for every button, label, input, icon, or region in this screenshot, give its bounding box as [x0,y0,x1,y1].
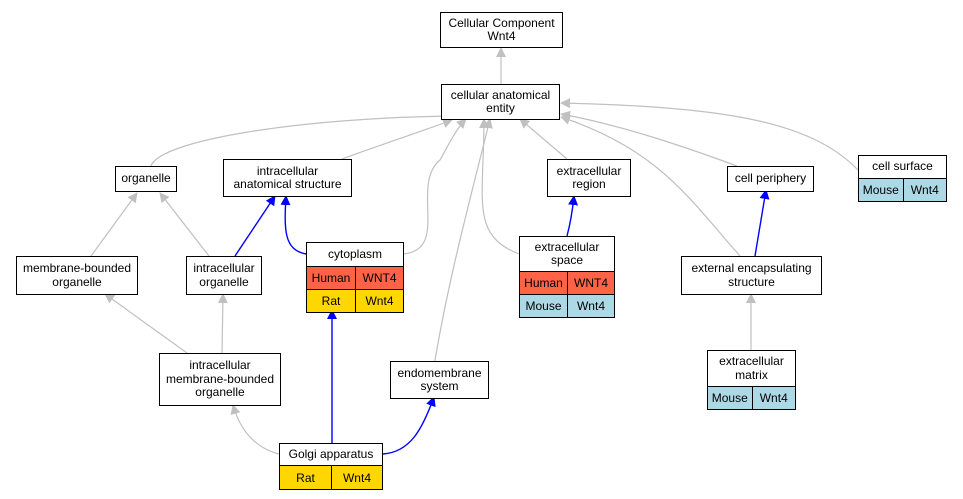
is-a-edge [230,404,280,455]
gene-cell: WNT4 [355,267,403,289]
annotation-row: Rat Wnt4 [280,465,382,489]
node-label: intracellular organelle [193,261,255,289]
node-cp[interactable]: cell periphery [727,166,814,192]
is-a-edge [217,293,228,354]
node-er[interactable]: extracellular region [547,159,631,197]
gene-cell: Wnt4 [902,179,947,201]
node-label: intracellular anatomical structure [233,163,342,191]
annotation-row: Human WNT4 [520,271,614,294]
node-label: intracellular membrane-bounded organelle [165,358,275,400]
is-a-edge [150,111,453,167]
gene-cell: Wnt4 [751,387,796,409]
node-root[interactable]: Cellular Component Wnt4 [440,12,563,48]
node-label: endomembrane system [397,365,482,393]
is-a-edge [159,192,210,257]
species-cell: Mouse [525,299,562,313]
gene-cell: Wnt4 [331,466,382,489]
node-ees[interactable]: external encapsulating structure [681,256,822,295]
species-cell: Rat [296,470,315,485]
node-label: cell surface [872,159,933,174]
node-io[interactable]: intracellular organelle [186,256,262,295]
node-label: extracellular matrix [719,354,784,382]
is-a-edge [432,118,493,373]
gene-cell: Wnt4 [567,295,614,317]
is-a-edge [560,110,738,167]
annotated-edge [280,195,307,255]
is-a-edge [478,118,520,255]
annotation-row: Mouse Wnt4 [520,294,614,317]
node-ems[interactable]: endomembrane system [390,361,489,399]
is-a-edge [560,98,859,171]
node-label: extracellular region [556,163,622,191]
node-label: Golgi apparatus [288,446,374,461]
annotated-edge [566,195,579,237]
annotated-edge [382,396,436,455]
annotated-edge [754,189,770,257]
annotation-row: Rat Wnt4 [307,289,403,312]
species-cell: Human [311,271,351,285]
node-label: external encapsulating structure [691,261,812,289]
species-cell: Mouse [711,391,748,405]
is-a-edge [341,118,453,160]
gene-cell: Wnt4 [355,290,403,312]
node-label: cell periphery [734,171,807,186]
node-organelle[interactable]: organelle [115,166,177,192]
species-cell: Mouse [862,183,899,197]
node-label: organelle [121,171,171,186]
node-cae[interactable]: cellular anatomical entity [441,84,560,120]
is-a-edge [519,118,568,160]
is-a-edge [402,118,467,255]
node-label: cytoplasm [327,246,383,261]
is-a-edge [90,192,138,257]
node-mbo[interactable]: membrane-bounded organelle [16,256,138,295]
node-ias[interactable]: intracellular anatomical structure [223,159,352,197]
is-a-edge [560,115,741,257]
species-cell: Rat [321,294,341,308]
node-label: cellular anatomical entity [450,87,551,115]
node-label: extracellular space [534,239,600,267]
species-cell: Human [524,276,563,290]
gene-cell: WNT4 [567,272,614,294]
node-label: Cellular Component Wnt4 [448,15,555,43]
is-a-edge [104,293,188,354]
node-label: membrane-bounded organelle [22,261,132,289]
node-imbo[interactable]: intracellular membrane-bounded organelle [159,353,281,406]
annotated-edge [234,195,276,257]
annotation-row: Human WNT4 [307,266,403,289]
